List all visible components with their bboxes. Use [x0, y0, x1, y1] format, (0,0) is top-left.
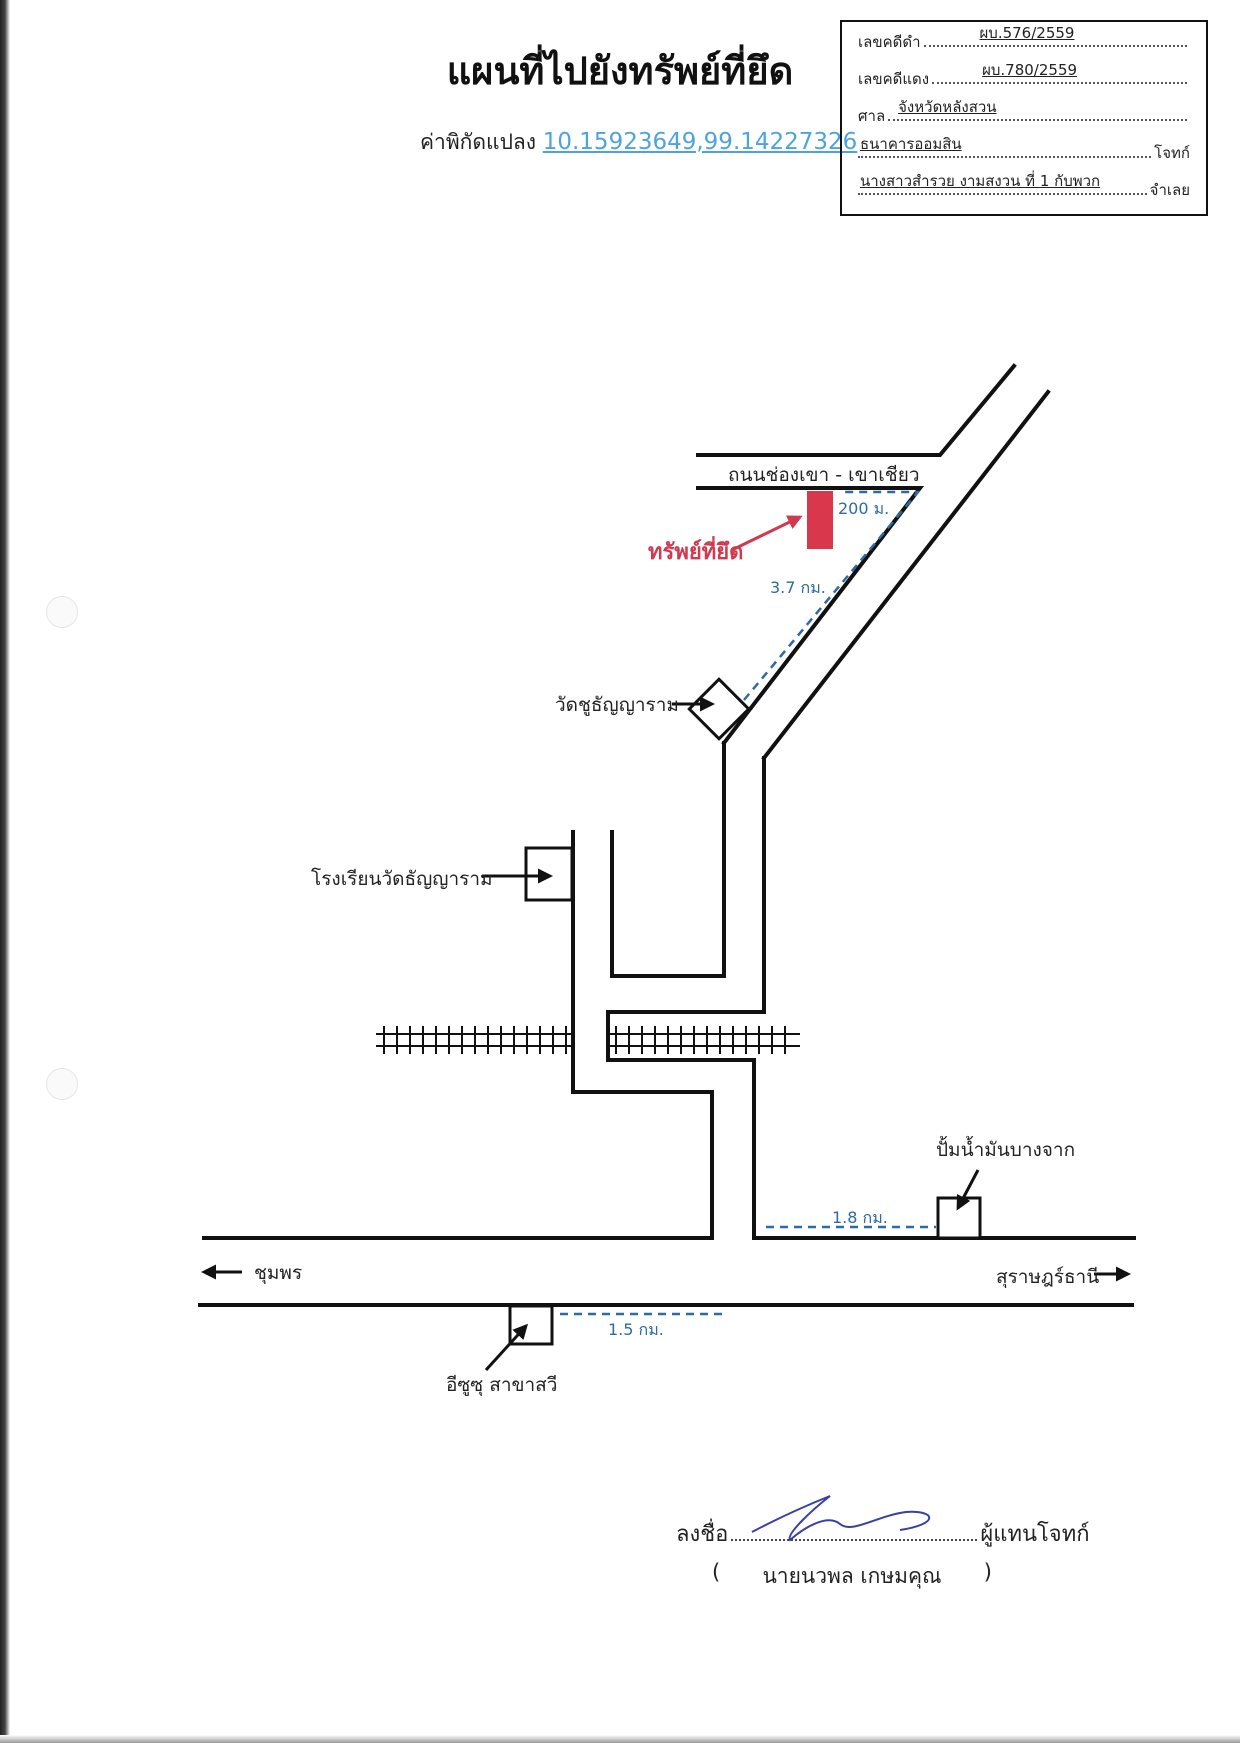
connector-road-left-edge: [610, 741, 726, 978]
upper-road-inner-edge: [696, 486, 925, 746]
gas-station-label: ปั้มน้ำมันบางจาก: [936, 1139, 1076, 1161]
temple-label: วัดชูธัญญาราม: [555, 694, 679, 716]
coordinate-label: ค่าพิกัดแปลง: [420, 130, 537, 154]
isuzu-label: อีซูซุ สาขาสวี: [446, 1374, 558, 1396]
defendant-row: นางสาวสำรวย งามสงวน ที่ 1 กับพวก จำเลย: [858, 172, 1190, 215]
signer-name-line: ( นายนวพล เกษมคุณ ): [712, 1560, 992, 1593]
distance-temple-to-road: 3.7 กม.: [770, 578, 826, 597]
gas-station-arrow: [956, 1169, 980, 1211]
signature-role: ผู้แทนโจทก์: [980, 1522, 1090, 1547]
direction-right-label: สุราษฎร์ธานี: [996, 1266, 1100, 1288]
plaintiff-suffix: โจทก์: [1154, 144, 1190, 162]
page-title: แผนที่ไปยังทรัพย์ที่ยึด: [446, 48, 794, 93]
route-temple-to-property: [743, 490, 921, 701]
seized-property-marker: [807, 491, 833, 549]
signer-close-paren: ): [983, 1560, 992, 1584]
main-branch-left-edge: [571, 830, 714, 1240]
temple-building: [687, 677, 751, 741]
road-name-label: ถนนช่องเขา - เขาเชียว: [728, 464, 920, 486]
punch-hole: [46, 1068, 78, 1100]
case-info-box: เลขคดีดำ ผบ.576/2559 เลขคดีแดง ผบ.780/25…: [840, 20, 1208, 216]
court-value: จังหวัดหลังสวน: [898, 98, 997, 116]
court-label: ศาล: [858, 107, 886, 125]
school-label: โรงเรียนวัดธัญญาราม: [311, 868, 493, 890]
distance-gas-station: 1.8 กม.: [832, 1208, 888, 1227]
red-case-value: ผบ.780/2559: [982, 61, 1078, 79]
court-row: ศาล จังหวัดหลังสวน: [858, 98, 1190, 141]
distance-isuzu: 1.5 กม.: [608, 1320, 664, 1339]
direction-left-label: ชุมพร: [254, 1262, 303, 1284]
black-case-row: เลขคดีดำ ผบ.576/2559: [858, 24, 1190, 67]
red-case-row: เลขคดีแดง ผบ.780/2559: [858, 61, 1190, 104]
connector-road-right-edge: [606, 756, 766, 1062]
signature-scribble: [751, 1495, 931, 1542]
plaintiff-value: ธนาคารออมสิน: [860, 135, 962, 153]
red-case-label: เลขคดีแดง: [858, 70, 930, 88]
school-building: [524, 846, 574, 902]
upper-road-top-edge: [696, 363, 1017, 457]
defendant-value: นางสาวสำรวย งามสงวน ที่ 1 กับพวก: [860, 172, 1101, 190]
main-branch-right-edge: [606, 1058, 756, 1240]
signer-open-paren: (: [712, 1560, 721, 1584]
diagonal-road-outer-edge: [761, 389, 1051, 761]
seized-property-label: ทรัพย์ที่ยึด: [648, 540, 744, 565]
coordinate-line: ค่าพิกัดแปลง 10.15923649,99.14227326: [420, 126, 857, 159]
black-case-label: เลขคดีดำ: [858, 33, 921, 51]
distance-to-property: 200 ม.: [838, 499, 890, 518]
plaintiff-row: ธนาคารออมสิน โจทก์: [858, 135, 1190, 178]
isuzu-arrow: [484, 1323, 529, 1372]
punch-hole: [46, 596, 78, 628]
defendant-suffix: จำเลย: [1149, 181, 1190, 199]
scan-bottom-edge: [0, 1735, 1240, 1743]
coordinate-link[interactable]: 10.15923649,99.14227326: [542, 129, 858, 155]
seized-property-arrow: [731, 515, 803, 552]
signature-dotted-line: [731, 1521, 978, 1541]
signer-name: นายนวพล เกษมคุณ: [762, 1564, 942, 1588]
black-case-value: ผบ.576/2559: [979, 24, 1075, 42]
railway: [376, 1026, 800, 1054]
signature-line: ลงชื่อ ผู้แทนโจทก์: [676, 1516, 1096, 1551]
signature-prefix: ลงชื่อ: [676, 1522, 729, 1547]
scan-edge: [0, 0, 10, 1743]
